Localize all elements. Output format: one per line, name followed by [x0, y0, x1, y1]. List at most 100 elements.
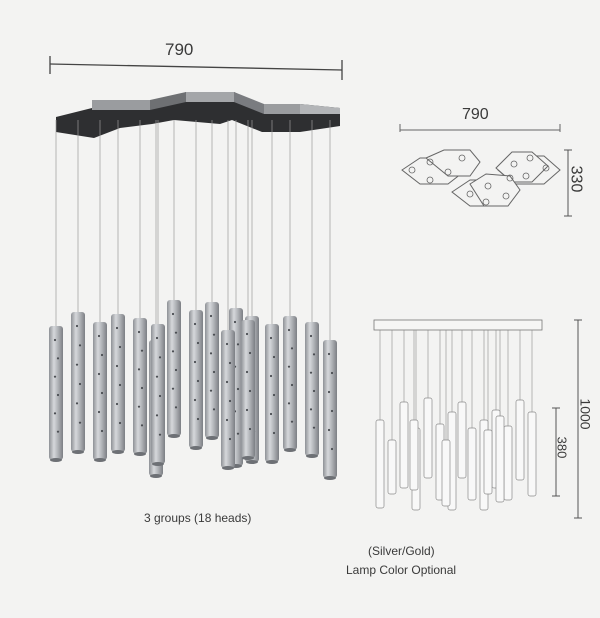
elevation-tube [399, 401, 409, 489]
tube-hole [225, 380, 229, 384]
elevation-sketch [373, 319, 543, 511]
tube-hole [155, 375, 159, 378]
elevation-tube [527, 411, 537, 497]
tube-hole [158, 394, 162, 398]
tube-hole [115, 402, 119, 406]
tube-hole [78, 344, 82, 347]
tube-hole [272, 393, 276, 397]
tube-bottom [134, 452, 146, 456]
tube-hole [118, 345, 122, 349]
pendant-tube [49, 326, 63, 460]
tube-hole [248, 389, 252, 393]
elevation-tube [387, 439, 397, 495]
tube-hole [209, 314, 213, 318]
pendant-tube [71, 312, 85, 452]
tube-hole [272, 355, 276, 359]
tube-hole [158, 433, 162, 436]
tube-hole [56, 393, 60, 397]
pendant-tube [167, 300, 181, 436]
top-width-label: 790 [165, 40, 194, 59]
side-depth-label: 330 [567, 165, 585, 193]
color-options-caption: (Silver/Gold) [368, 544, 435, 558]
tube-hole [269, 412, 273, 416]
tube-hole [100, 429, 104, 433]
side-width-label: 790 [462, 106, 489, 123]
groups-caption: 3 groups (18 heads) [144, 511, 252, 525]
tube-bottom [168, 434, 180, 438]
tube-hole [171, 312, 175, 316]
tube-hole [97, 334, 101, 338]
tube-hole [97, 372, 101, 376]
tube-hole [309, 408, 313, 411]
tube-hole [287, 328, 291, 332]
tube-hole [174, 368, 178, 372]
tube-hole [196, 417, 200, 421]
tube-hole [312, 353, 316, 356]
tube-hole [330, 409, 334, 413]
pendant-tube [189, 310, 203, 448]
tube-bottom [242, 456, 254, 460]
elevation-tube [457, 401, 467, 479]
tube-hole [174, 331, 178, 334]
pendant-tubes [49, 300, 337, 480]
tube-bottom [246, 460, 258, 464]
tube-hole [327, 390, 331, 394]
tube-hole [174, 406, 178, 409]
tube-hole [78, 382, 82, 386]
tube-bottom [152, 462, 164, 466]
color-note-caption: Lamp Color Optional [346, 563, 457, 577]
tube-bottom [324, 476, 336, 480]
tube-hole [245, 408, 249, 412]
tube-bottom [266, 460, 278, 464]
tube-hole [100, 391, 104, 395]
tube-bottom [190, 446, 202, 450]
tube-hole [327, 352, 331, 356]
tube-hole [272, 431, 276, 435]
tube-hole [140, 349, 144, 352]
elevation-tube [483, 429, 493, 495]
tube-hole [245, 332, 249, 336]
tube-hole [212, 408, 216, 411]
tube-hole [158, 356, 162, 359]
tube-hole [269, 374, 273, 378]
tube-hole [56, 357, 60, 360]
tube-hole [330, 447, 334, 451]
pendant-tube [133, 318, 147, 454]
tube-hole [225, 418, 229, 422]
tube-hole [196, 341, 200, 345]
tube-bottom [94, 458, 106, 462]
tube-hole [155, 414, 159, 417]
pendant-tube [283, 316, 297, 450]
tube-hole [327, 428, 331, 432]
tube-hole [75, 402, 79, 405]
tube-hole [100, 353, 104, 357]
elevation-tube [409, 419, 419, 491]
total-height-label: 1000 [577, 398, 594, 430]
elevation-tube [467, 427, 477, 501]
pendant-tube [323, 340, 337, 478]
top-view-outline [399, 124, 561, 207]
tube-bottom [72, 450, 84, 454]
tube-hole [309, 371, 313, 374]
tube-bottom [112, 450, 124, 454]
tube-bottom [50, 458, 62, 462]
pendant-tube [221, 330, 235, 468]
pendant-tube [111, 314, 125, 452]
tube-hole [290, 383, 294, 387]
tube-bottom [222, 466, 234, 470]
tube-hole [137, 368, 141, 371]
elevation-tube [441, 439, 451, 507]
tube-hole [53, 375, 57, 378]
tube-hole [290, 347, 294, 350]
tube-hole [115, 364, 119, 368]
pendant-tube [305, 322, 319, 456]
tube-hole [245, 370, 249, 374]
tube-hole [248, 351, 252, 355]
tube-hole [193, 360, 197, 364]
tube-hole [53, 412, 57, 415]
tube-hole [290, 420, 294, 423]
tube-hole [309, 334, 313, 338]
tube-length-dimension-line [552, 407, 560, 497]
pendant-tube [241, 320, 255, 458]
